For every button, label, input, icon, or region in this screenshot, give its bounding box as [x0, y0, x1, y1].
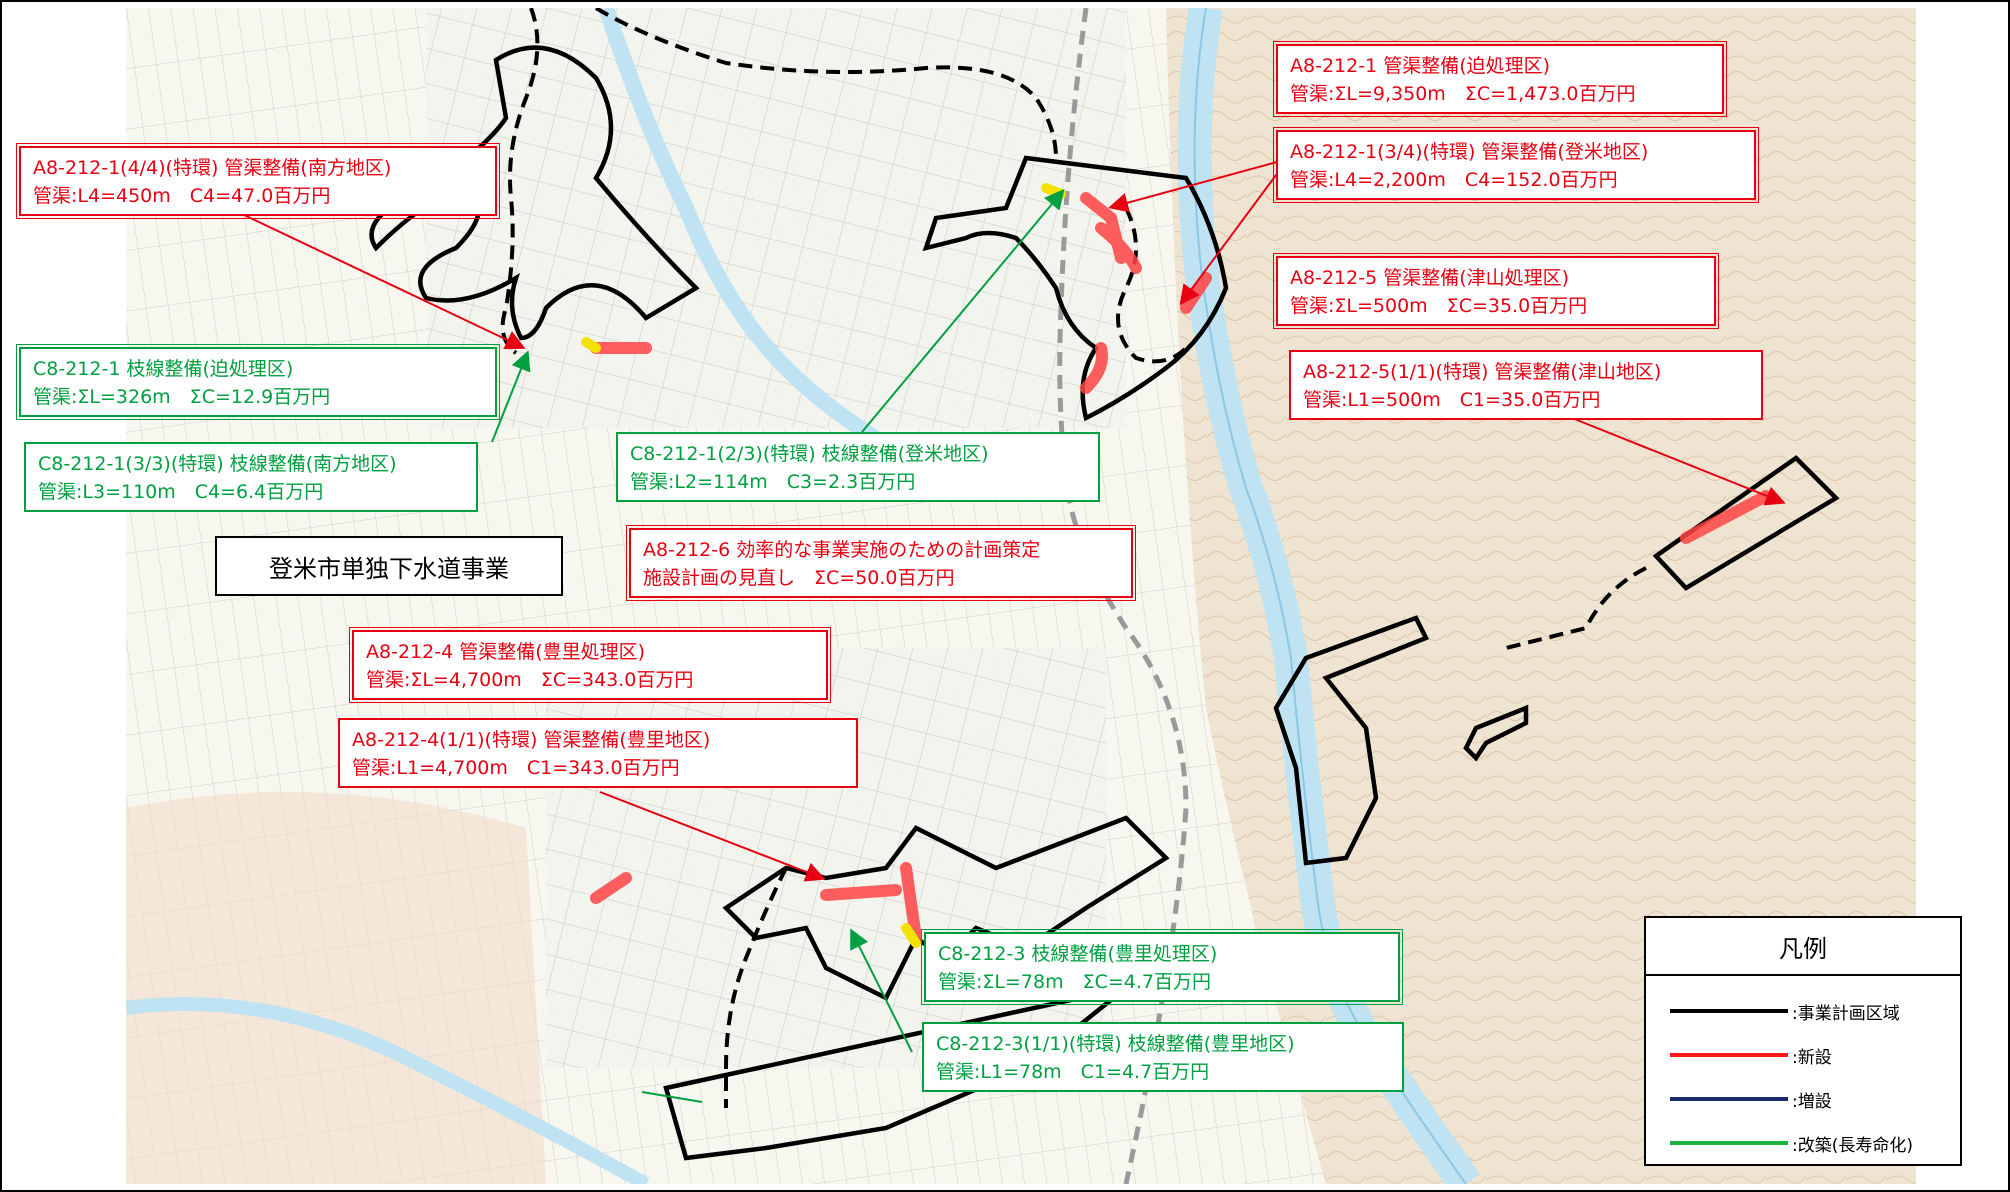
callout-c1: A8-212-1(4/4)(特環) 管渠整備(南方地区) 管渠:L4=450m … [16, 143, 500, 219]
leader-c5a [1108, 161, 1278, 213]
callout-c13: C8-212-3(1/1)(特環) 枝線整備(豊里地区) 管渠:L1=78m C… [922, 1022, 1404, 1092]
legend-label: :事業計画区域 [1792, 1003, 1900, 1024]
callout-c4: A8-212-1 管渠整備(迫処理区) 管渠:ΣL=9,350m ΣC=1,47… [1273, 41, 1727, 117]
callout-c11: A8-212-4(1/1)(特環) 管渠整備(豊里地区) 管渠:L1=4,700… [338, 718, 858, 788]
paddy-area [126, 792, 546, 1184]
callout-c9: A8-212-6 効率的な事業実施のための計画策定 施設計画の見直し ΣC=50… [626, 525, 1136, 601]
river-branch [598, 8, 950, 486]
legend: 凡例 :事業計画区域 :新設 :増設 :改築(長寿命化) [1644, 916, 1962, 1166]
leader-c3 [491, 350, 531, 443]
river-south [126, 997, 650, 1184]
town-area-north [426, 8, 1126, 428]
area-minamikata [369, 45, 700, 341]
legend-swatch-navy [1670, 1097, 1788, 1101]
callout-c5: A8-212-1(3/4)(特環) 管渠整備(登米地区) 管渠:L4=2,200… [1273, 127, 1759, 203]
area-tsuyama-west [1463, 704, 1529, 762]
map-title: 登米市単独下水道事業 [215, 536, 563, 596]
leader-misc [641, 1091, 703, 1103]
legend-label: :新設 [1792, 1047, 1832, 1068]
legend-title: 凡例 [1646, 918, 1960, 976]
legend-label: :改築(長寿命化) [1792, 1135, 1913, 1156]
dashed-boundaries [500, 8, 1647, 1108]
leader-c5b [1179, 166, 1283, 306]
callout-c12: C8-212-3 枝線整備(豊里処理区) 管渠:ΣL=78m ΣC=4.7百万円 [921, 929, 1403, 1005]
callout-c10: A8-212-4 管渠整備(豊里処理区) 管渠:ΣL=4,700m ΣC=343… [349, 627, 831, 703]
legend-label: :増設 [1792, 1091, 1832, 1112]
legend-swatch-green [1670, 1141, 1788, 1145]
callout-c8: C8-212-1(2/3)(特環) 枝線整備(登米地区) 管渠:L2=114m … [616, 432, 1100, 502]
callout-c3: C8-212-1(3/3)(特環) 枝線整備(南方地区) 管渠:L3=110m … [24, 442, 478, 512]
area-toyosato-north [722, 815, 1170, 1002]
leader-c8 [861, 188, 1065, 433]
leader-c11 [599, 791, 826, 882]
legend-swatch-black [1670, 1009, 1788, 1013]
legend-item-project-area: :事業計画区域 [1670, 996, 1900, 1026]
legend-swatch-red [1670, 1053, 1788, 1057]
callout-c2: C8-212-1 枝線整備(迫処理区) 管渠:ΣL=326m ΣC=12.9百万… [16, 344, 500, 420]
leader-c7 [1561, 413, 1786, 506]
legend-item-new: :新設 [1670, 1040, 1832, 1070]
leader-c1 [241, 213, 526, 350]
area-tsuyama-mid [1273, 615, 1430, 866]
leader-c13 [850, 928, 913, 1053]
callout-c6: A8-212-5 管渠整備(津山処理区) 管渠:ΣL=500m ΣC=35.0百… [1273, 253, 1719, 329]
project-area-outlines [369, 45, 1840, 1161]
legend-item-renewal: :改築(長寿命化) [1670, 1128, 1913, 1158]
legend-item-expand: :増設 [1670, 1084, 1832, 1114]
callout-c7: A8-212-5(1/1)(特環) 管渠整備(津山地区) 管渠:L1=500m … [1289, 350, 1763, 420]
